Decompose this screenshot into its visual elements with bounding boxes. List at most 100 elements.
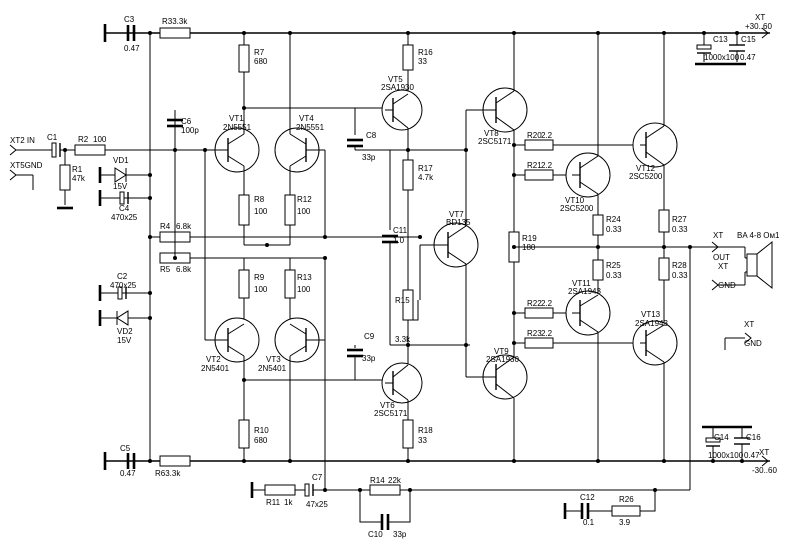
resistor-r6 <box>159 455 191 467</box>
label-c7: C7 <box>312 473 323 482</box>
label-vt12: VT12 <box>636 164 656 173</box>
transistor-vt1 <box>210 127 260 173</box>
resistor-r11 <box>264 484 296 496</box>
label-vt1-type: 2N5551 <box>223 123 252 132</box>
capacitor-c5 <box>126 453 136 469</box>
resistor-r10 <box>238 419 250 449</box>
label-vt13-type: 2SA1943 <box>635 319 668 328</box>
label-r21-value: 2.2 <box>541 161 553 170</box>
label-r6: R63.3k <box>155 469 181 478</box>
resistor-r12 <box>284 194 296 226</box>
label-r8-value: 100 <box>254 207 268 216</box>
label-xt-top: XT <box>755 13 765 22</box>
label-r20: R20 <box>527 131 542 140</box>
label-vt3-type: 2N5401 <box>258 364 287 373</box>
label-gnd-out: GND <box>718 281 736 290</box>
resistor-r17 <box>402 159 414 191</box>
zener-vd1 <box>98 167 150 183</box>
label-r15-value: 3.3k <box>395 335 411 344</box>
label-r18-value: 33 <box>418 436 427 445</box>
label-r22: R22 <box>527 299 542 308</box>
label-vt10-type: 2SC5200 <box>560 204 594 213</box>
label-r19: R19 <box>522 234 537 243</box>
label-r2: R2 <box>78 135 89 144</box>
label-c8: C8 <box>366 131 377 140</box>
label-c14: C14 <box>714 433 729 442</box>
transistor-vt8 <box>466 87 528 133</box>
label-r18: R18 <box>418 426 433 435</box>
label-vt8: VT8 <box>484 129 499 138</box>
label-c4-value: 470x25 <box>111 213 138 222</box>
transistor-vt3 <box>274 317 325 363</box>
transistor-vt2 <box>205 317 260 363</box>
label-vt11-type: 2SA1943 <box>568 287 601 296</box>
label-r10-value: 680 <box>254 436 268 445</box>
label-r27: R27 <box>672 215 687 224</box>
label-vt4-type: 2N5551 <box>296 123 325 132</box>
label-r19-value: 180 <box>522 243 536 252</box>
label-r27-value: 0.33 <box>672 225 688 234</box>
label-c7-value: 47x25 <box>306 500 328 509</box>
label-r9: R9 <box>254 273 265 282</box>
label-vt5: VT5 <box>388 75 403 84</box>
capacitor-c7 <box>304 483 314 497</box>
label-r23-value: 2.2 <box>541 329 553 338</box>
capacitor-c6 <box>167 118 183 150</box>
capacitor-c13 <box>696 33 712 62</box>
label-xt-out: XT <box>713 231 723 240</box>
label-r17-value: 4.7k <box>418 173 434 182</box>
label-r7: R7 <box>254 48 265 57</box>
resistor-r13 <box>284 269 296 299</box>
label-r10: R10 <box>254 426 269 435</box>
label-r9-value: 100 <box>254 285 268 294</box>
resistor-r14 <box>369 484 401 496</box>
label-c13-value: 1000x100 <box>704 53 740 62</box>
transistor-vt6 <box>381 362 423 404</box>
resistor-r8 <box>238 194 250 226</box>
resistor-r22 <box>524 307 554 319</box>
capacitor-c10 <box>380 514 390 530</box>
label-r16-value: 33 <box>418 57 427 66</box>
resistor-r27 <box>658 209 670 233</box>
capacitor-c1 <box>45 142 75 158</box>
label-r14: R14 <box>370 476 385 485</box>
label-vt7: VT7 <box>449 210 464 219</box>
label-c13: C13 <box>713 35 728 44</box>
positive-rail <box>103 24 770 42</box>
input-connector <box>9 144 45 190</box>
transistor-vt7 <box>420 222 479 268</box>
resistor-r21 <box>524 169 554 181</box>
label-r2-value: 100 <box>93 135 107 144</box>
label-vd2-value: 15V <box>117 336 132 345</box>
resistor-r18 <box>402 419 414 449</box>
label-c14-value: 1000x100 <box>708 451 744 460</box>
label-r13-value: 100 <box>297 285 311 294</box>
label-vt7-type: BD135 <box>446 218 471 227</box>
label-r16: R16 <box>418 48 433 57</box>
label-r26-value: 3.9 <box>619 518 631 527</box>
negative-rail <box>103 452 770 470</box>
label-vt2: VT2 <box>206 355 221 364</box>
label-r21: R21 <box>527 161 542 170</box>
label-c9: C9 <box>364 332 375 341</box>
label-c8-value: 33p <box>362 153 376 162</box>
capacitor-c16 <box>734 428 750 461</box>
label-r22-value: 2.2 <box>541 299 553 308</box>
resistor-r15 <box>402 289 414 321</box>
transistor-vt11 <box>565 290 611 336</box>
label-vt5-type: 2SA1930 <box>381 83 414 92</box>
resistor-r25 <box>592 259 604 281</box>
label-r12: R12 <box>297 195 312 204</box>
label-c5-value: 0.47 <box>120 469 136 478</box>
label-c12-value: 0.1 <box>583 518 595 527</box>
label-r25: R25 <box>606 261 621 270</box>
label-r26: R26 <box>619 495 634 504</box>
label-r24-value: 0.33 <box>606 225 622 234</box>
label-r1-value: 47k <box>72 174 86 183</box>
capacitor-c8 <box>347 138 363 148</box>
resistor-r26 <box>611 505 641 517</box>
label-r5: R5 <box>160 265 171 274</box>
speaker-ba <box>718 240 773 290</box>
resistor-r2 <box>74 144 106 156</box>
label-c6: C6 <box>181 117 192 126</box>
